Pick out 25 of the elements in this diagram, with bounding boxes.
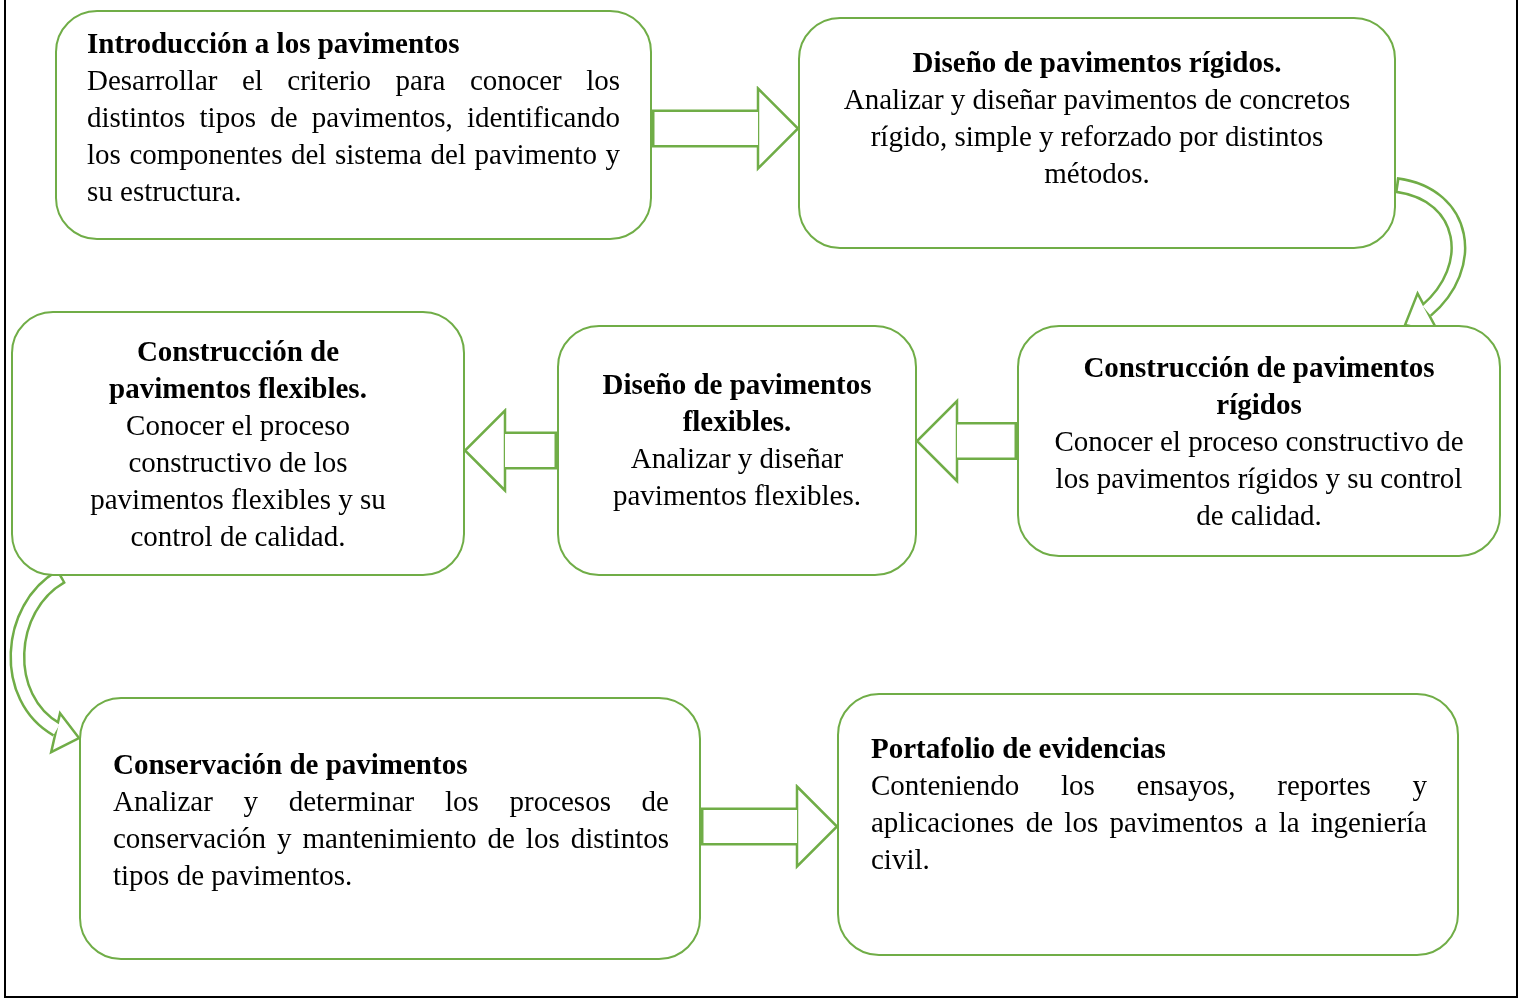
box-description: Conocer el proceso constructivo de los pavimentos rígidos y su control de calidad. <box>1053 423 1465 533</box>
process-box <box>11 311 465 576</box>
box-description: Analizar y determinar los procesos de conservación y mantenimiento de los distintos tipos de pavimentos. <box>113 783 669 893</box>
process-box <box>837 693 1459 956</box>
box-description: Analizar y diseñar pavimentos de concretos rígido, simple y reforzado por distintos métodos. <box>842 82 1352 191</box>
box-heading: Diseño de pavimentos flexibles. <box>601 366 873 439</box>
box-heading: Portafolio de evidencias <box>871 730 1167 766</box>
block-arrow <box>652 87 800 170</box>
box-heading: Introducción a los pavimentos <box>87 25 461 61</box>
process-box <box>55 10 652 240</box>
process-box <box>79 697 701 960</box>
process-box <box>798 17 1396 249</box>
box-description: Analizar y diseñar pavimentos flexibles. <box>611 440 863 513</box>
box-description: Conocer el proceso constructivo de los pavimentos flexibles y su control de calidad. <box>89 407 387 554</box>
process-box <box>1017 325 1501 557</box>
box-description: Conteniendo los ensayos, reportes y aplicaciones de los pavimentos a la ingeniería civil. <box>871 767 1427 877</box>
box-description: Desarrollar el criterio para conocer los distintos tipos de pavimentos, identificando los componentes del sistema del pavimento y su estructura. <box>87 62 620 209</box>
box-heading: Construcción de pavimentos flexibles. <box>108 333 368 406</box>
box-heading: Conservación de pavimentos <box>113 746 469 782</box>
box-heading: Construcción de pavimentos rígidos <box>1082 349 1436 422</box>
process-box <box>557 325 917 576</box>
block-arrow <box>463 409 557 492</box>
box-heading: Diseño de pavimentos rígidos. <box>911 45 1283 80</box>
block-arrow <box>701 785 839 868</box>
block-arrow <box>915 399 1017 483</box>
